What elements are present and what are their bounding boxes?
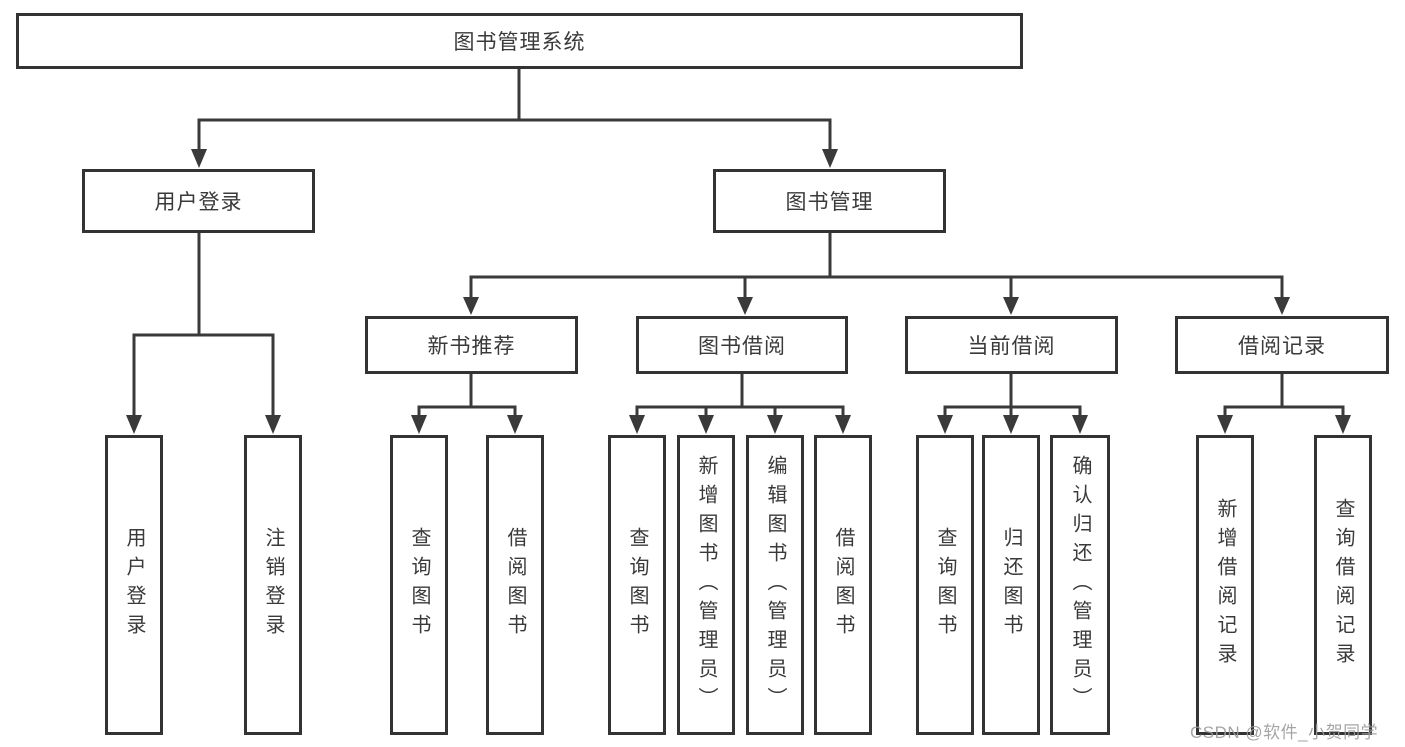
leaf-query-books-3: 查询图书	[916, 435, 974, 735]
node-current-borrow: 当前借阅	[905, 316, 1118, 374]
leaf-borrow-books-1: 借阅图书	[486, 435, 544, 735]
leaf-edit-books-admin: 编辑图书（管理员）	[746, 435, 804, 735]
node-borrow-records: 借阅记录	[1175, 316, 1389, 374]
leaf-label: 编辑图书（管理员）	[764, 454, 786, 716]
leaf-label: 查询图书	[934, 527, 956, 643]
node-root: 图书管理系统	[16, 13, 1023, 69]
node-book-management-label: 图书管理	[785, 191, 874, 214]
leaf-label: 归还图书	[1000, 527, 1022, 643]
node-root-label: 图书管理系统	[453, 31, 586, 54]
leaf-label: 用户登录	[123, 527, 145, 643]
leaf-label: 借阅图书	[832, 527, 854, 643]
leaf-query-books-2: 查询图书	[608, 435, 666, 735]
watermark: CSDN @软件_小贺同学	[1190, 723, 1379, 742]
leaf-logout: 注销登录	[244, 435, 302, 735]
leaf-label: 注销登录	[262, 527, 284, 643]
leaf-label: 新增图书（管理员）	[695, 454, 717, 716]
leaf-add-borrow-record: 新增借阅记录	[1196, 435, 1254, 735]
node-book-management: 图书管理	[713, 169, 946, 233]
node-user-login: 用户登录	[82, 169, 315, 233]
leaf-label: 确认归还（管理员）	[1069, 454, 1091, 716]
leaf-label: 查询借阅记录	[1332, 498, 1354, 672]
leaf-query-borrow-record: 查询借阅记录	[1314, 435, 1372, 735]
node-book-borrow: 图书借阅	[636, 316, 848, 374]
node-new-book-recommend: 新书推荐	[365, 316, 578, 374]
node-borrow-records-label: 借阅记录	[1238, 335, 1326, 358]
leaf-label: 查询图书	[408, 527, 430, 643]
leaf-confirm-return-admin: 确认归还（管理员）	[1050, 435, 1110, 735]
leaf-label: 查询图书	[626, 527, 648, 643]
arrowheads	[126, 149, 1351, 434]
leaf-user-login: 用户登录	[105, 435, 163, 735]
leaf-query-books-1: 查询图书	[390, 435, 448, 735]
node-book-borrow-label: 图书借阅	[698, 335, 786, 358]
leaf-return-books: 归还图书	[982, 435, 1040, 735]
node-user-login-label: 用户登录	[154, 191, 243, 214]
leaf-label: 新增借阅记录	[1214, 498, 1236, 672]
leaf-add-books-admin: 新增图书（管理员）	[677, 435, 735, 735]
leaf-borrow-books-2: 借阅图书	[814, 435, 872, 735]
node-new-book-recommend-label: 新书推荐	[427, 335, 516, 358]
node-current-borrow-label: 当前借阅	[967, 335, 1056, 358]
leaf-label: 借阅图书	[504, 527, 526, 643]
